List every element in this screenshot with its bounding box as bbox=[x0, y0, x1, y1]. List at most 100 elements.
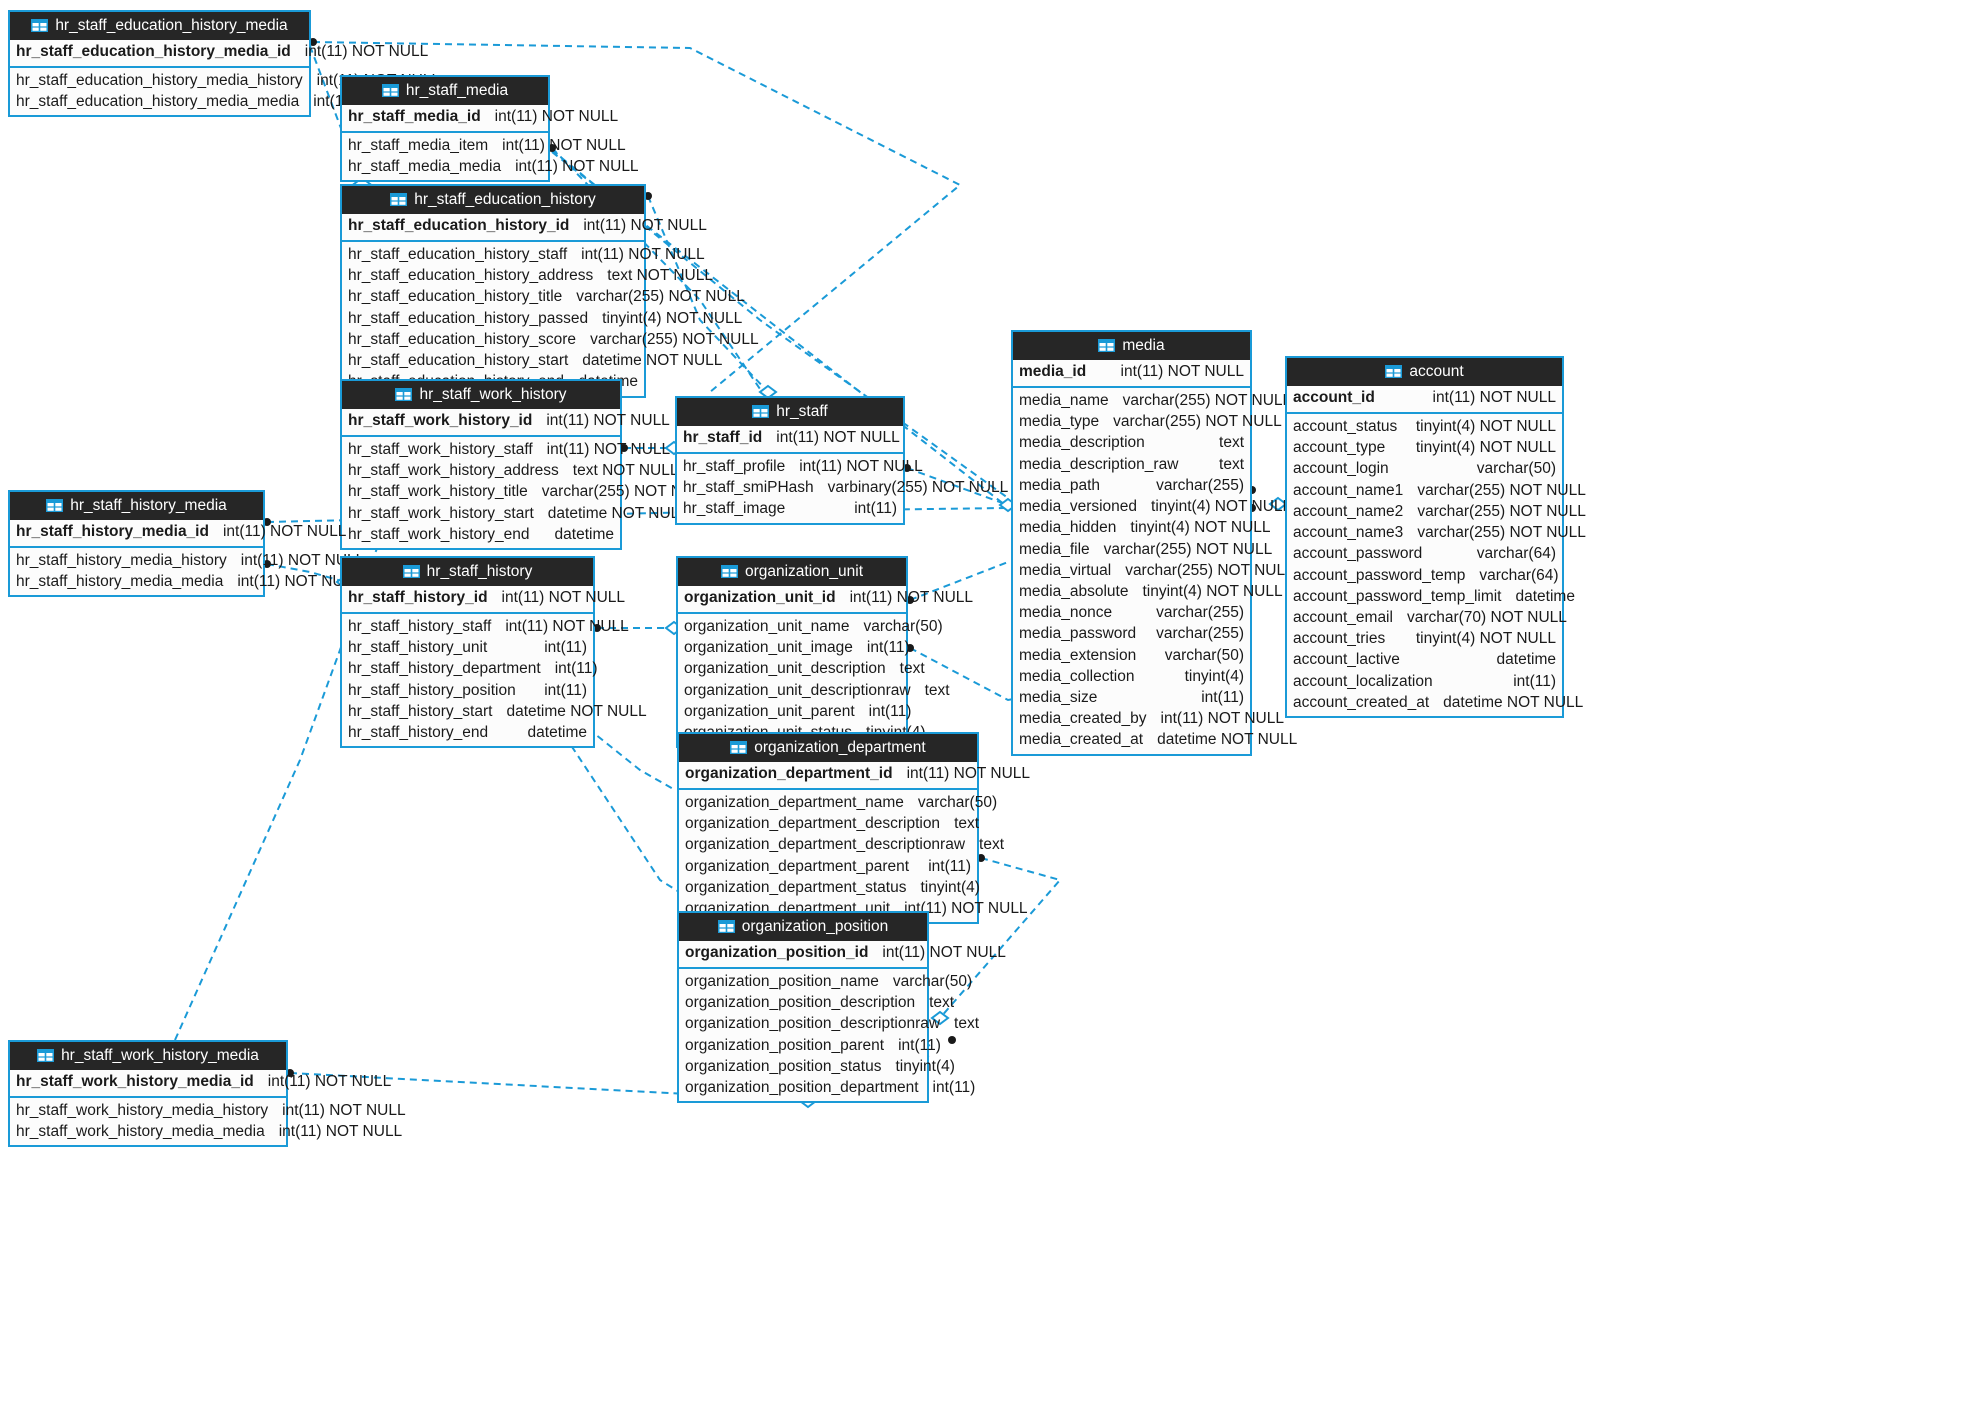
entity-header-organization_unit[interactable]: organization_unit bbox=[678, 558, 906, 587]
entity-header-hr_staff_media[interactable]: hr_staff_media bbox=[342, 77, 548, 106]
entity-header-hr_staff_education_history[interactable]: hr_staff_education_history bbox=[342, 186, 644, 215]
entity-header-account[interactable]: account bbox=[1287, 358, 1562, 387]
entity-header-hr_staff_education_history_media[interactable]: hr_staff_education_history_media bbox=[10, 12, 309, 41]
column-row[interactable]: hr_staff_education_history_media_history… bbox=[10, 70, 440, 91]
entity-table-hr_staff_work_history[interactable]: hr_staff_work_history hr_staff_work_histo… bbox=[340, 379, 710, 551]
entity-header-hr_staff_history[interactable]: hr_staff_history bbox=[342, 558, 593, 587]
entity-header-hr_staff_history_media[interactable]: hr_staff_history_media bbox=[10, 492, 263, 521]
entity-header-hr_staff_work_history[interactable]: hr_staff_work_history bbox=[342, 381, 620, 410]
entity-header-media[interactable]: media bbox=[1013, 332, 1250, 361]
entity-header-hr_staff[interactable]: hr_staff bbox=[677, 398, 903, 427]
